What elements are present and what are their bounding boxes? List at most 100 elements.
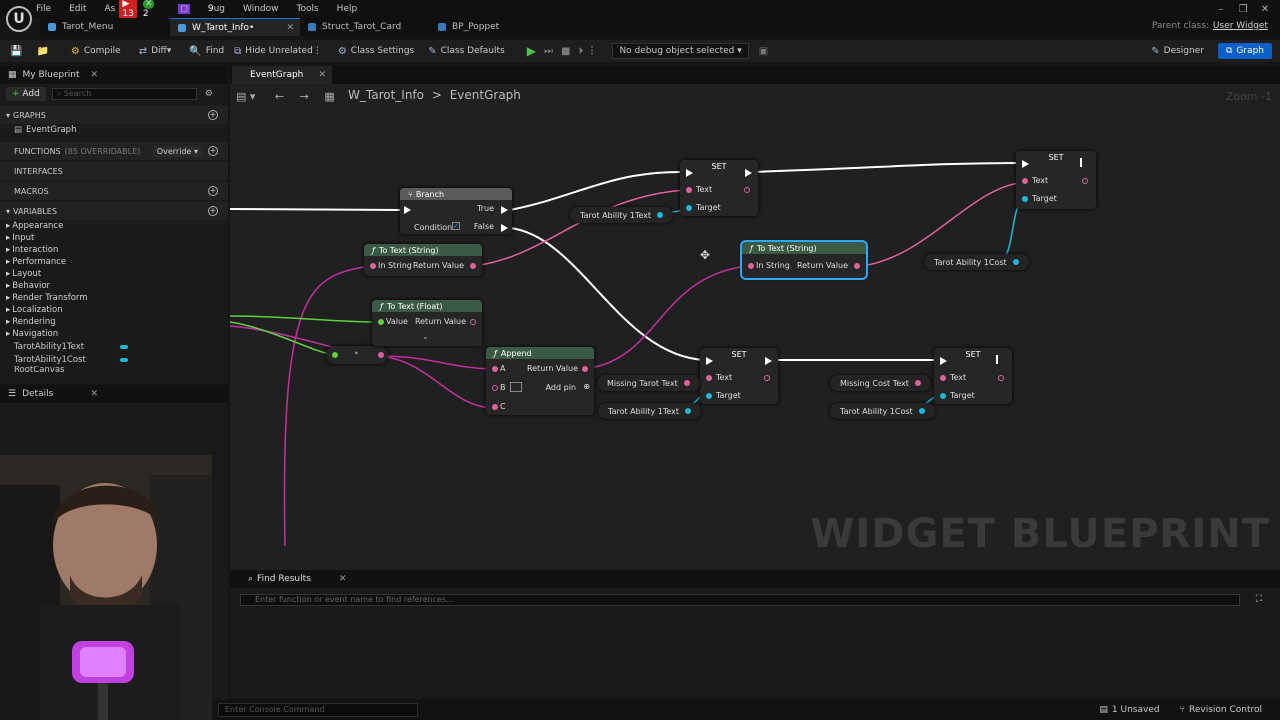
- category-input[interactable]: ▸ Input: [6, 233, 35, 243]
- designer-button[interactable]: ✎Designer: [1151, 45, 1204, 57]
- text-out-pin[interactable]: [744, 187, 750, 193]
- menu-assets[interactable]: As: [104, 4, 116, 14]
- object-pin[interactable]: [657, 212, 664, 218]
- exec-out-pin[interactable]: [996, 355, 998, 364]
- get-missing-tarot-text[interactable]: Missing Tarot Text: [597, 375, 700, 391]
- close-panel-icon[interactable]: ✕: [90, 70, 98, 80]
- exec-in-pin[interactable]: [404, 206, 411, 214]
- reroute-node[interactable]: •: [326, 346, 388, 364]
- section-macros[interactable]: MACROS+: [0, 182, 228, 200]
- b-text-input[interactable]: [510, 382, 522, 392]
- text-pin[interactable]: [940, 375, 946, 381]
- exec-in-pin[interactable]: [706, 357, 713, 365]
- menu-file[interactable]: File: [36, 4, 52, 14]
- close-tab-icon[interactable]: ✕: [286, 22, 294, 33]
- graph-button[interactable]: ⧉Graph: [1217, 43, 1272, 59]
- get-tarot-ability-1cost-b[interactable]: Tarot Ability 1Cost: [830, 403, 935, 419]
- minimize-icon[interactable]: –: [1218, 3, 1224, 15]
- exec-in-pin[interactable]: [940, 357, 947, 365]
- return-value-pin[interactable]: [470, 263, 476, 269]
- add-graph-icon[interactable]: +: [208, 110, 218, 120]
- set-node-1[interactable]: SET Text Target: [680, 160, 758, 216]
- tab-struct-tarot-card[interactable]: Struct_Tarot_Card: [300, 18, 430, 36]
- override-button[interactable]: Override ▾: [152, 145, 202, 157]
- resume-icon[interactable]: ⏵ ⋮: [578, 45, 597, 57]
- object-pin[interactable]: [1012, 259, 1019, 265]
- add-pin-icon[interactable]: ⊕: [583, 382, 590, 391]
- compile-button[interactable]: ⚙Compile: [70, 45, 121, 57]
- c-pin[interactable]: [492, 404, 498, 410]
- debug-object-select[interactable]: No debug object selected ▾: [612, 43, 749, 59]
- text-out-pin[interactable]: [998, 375, 1004, 381]
- find-input[interactable]: Enter function or event name to find ref…: [240, 594, 1240, 606]
- object-pin[interactable]: [685, 408, 692, 414]
- set-node-2[interactable]: SET Text Target: [1016, 151, 1096, 209]
- text-pin[interactable]: [706, 375, 712, 381]
- play-icon[interactable]: ▶: [526, 44, 536, 58]
- exec-in-pin[interactable]: [686, 169, 693, 177]
- class-defaults-button[interactable]: ✎Class Defaults: [428, 45, 505, 57]
- revision-control-button[interactable]: ⑂Revision Control: [1179, 705, 1262, 715]
- a-pin[interactable]: [492, 366, 498, 372]
- exec-false-pin[interactable]: [501, 224, 508, 232]
- return-value-pin[interactable]: [854, 263, 860, 269]
- find-button[interactable]: 🔍Find: [189, 45, 225, 57]
- return-value-pin[interactable]: [582, 366, 588, 372]
- browse-icon[interactable]: 📁: [36, 45, 49, 57]
- menu-window[interactable]: Window: [243, 4, 279, 14]
- b-pin[interactable]: [492, 385, 498, 391]
- get-tarot-ability-1text-b[interactable]: Tarot Ability 1Text: [598, 403, 702, 419]
- target-pin[interactable]: [1022, 196, 1028, 202]
- get-tarot-ability-1text[interactable]: Tarot Ability 1Text: [570, 207, 674, 223]
- step-icon[interactable]: ⏭: [543, 45, 553, 57]
- set-node-3[interactable]: SET Text Target: [700, 348, 778, 404]
- tab-tarot-menu[interactable]: Tarot_Menu: [40, 18, 170, 36]
- return-value-pin[interactable]: [470, 319, 476, 325]
- hide-unrelated-button[interactable]: ⧉Hide Unrelated ⋮: [234, 45, 322, 57]
- variable-rootcanvas[interactable]: RootCanvas: [14, 366, 65, 374]
- variable-tarotability1text[interactable]: TarotAbility1Text: [0, 340, 228, 353]
- text-pin[interactable]: [683, 380, 690, 386]
- graph-list-icon[interactable]: ▤ ▾: [236, 90, 256, 103]
- graph-editor[interactable]: EventGraph✕ ▤ ▾ ← → ▦ W_Tarot_Info > Eve…: [230, 66, 1280, 570]
- menu-tools[interactable]: Tools: [296, 4, 319, 14]
- section-interfaces[interactable]: INTERFACES: [0, 162, 228, 180]
- close-icon[interactable]: ✕: [1260, 3, 1270, 15]
- add-variable-icon[interactable]: +: [208, 206, 218, 216]
- category-appearance[interactable]: ▸ Appearance: [6, 221, 64, 231]
- search-input[interactable]: ⌕ Search: [51, 88, 197, 100]
- unreal-logo-icon[interactable]: U: [6, 6, 32, 32]
- debug-browse-icon[interactable]: ▣: [758, 45, 769, 57]
- close-panel-icon[interactable]: ✕: [338, 574, 347, 584]
- add-function-icon[interactable]: +: [208, 146, 218, 156]
- close-tab-icon[interactable]: ✕: [318, 70, 326, 80]
- stop-icon[interactable]: ■: [560, 45, 571, 57]
- category-behavior[interactable]: ▸ Behavior: [6, 281, 51, 291]
- close-details-icon[interactable]: ✕: [90, 389, 98, 399]
- back-arrow-icon[interactable]: ←: [274, 90, 285, 103]
- target-pin[interactable]: [706, 393, 712, 399]
- value-pin[interactable]: [378, 319, 384, 325]
- set-node-4[interactable]: SET Text Target: [934, 348, 1012, 404]
- menu-edit[interactable]: Edit: [69, 4, 87, 14]
- get-tarot-ability-1cost[interactable]: Tarot Ability 1Cost: [924, 254, 1029, 270]
- section-variables[interactable]: ▾ VARIABLES+: [0, 202, 228, 220]
- binoculars-icon[interactable]: ⛶: [1255, 594, 1262, 604]
- category-interaction[interactable]: ▸ Interaction: [6, 245, 59, 255]
- condition-checkbox[interactable]: ✓: [452, 222, 460, 230]
- in-string-pin[interactable]: [748, 263, 754, 269]
- category-rendering[interactable]: ▸ Rendering: [6, 317, 56, 327]
- exec-out-pin[interactable]: [745, 169, 752, 177]
- category-layout[interactable]: ▸ Layout: [6, 269, 42, 279]
- get-missing-cost-text[interactable]: Missing Cost Text: [830, 375, 931, 391]
- text-pin[interactable]: [914, 380, 921, 386]
- text-out-pin[interactable]: [764, 375, 770, 381]
- tab-eventgraph[interactable]: EventGraph✕: [232, 66, 332, 84]
- menu-debug-trunc[interactable]: ug: [213, 4, 225, 14]
- target-pin[interactable]: [940, 393, 946, 399]
- category-render-transform[interactable]: ▸ Render Transform: [6, 293, 88, 303]
- diff-button[interactable]: ⇄Diff ▾: [138, 45, 172, 57]
